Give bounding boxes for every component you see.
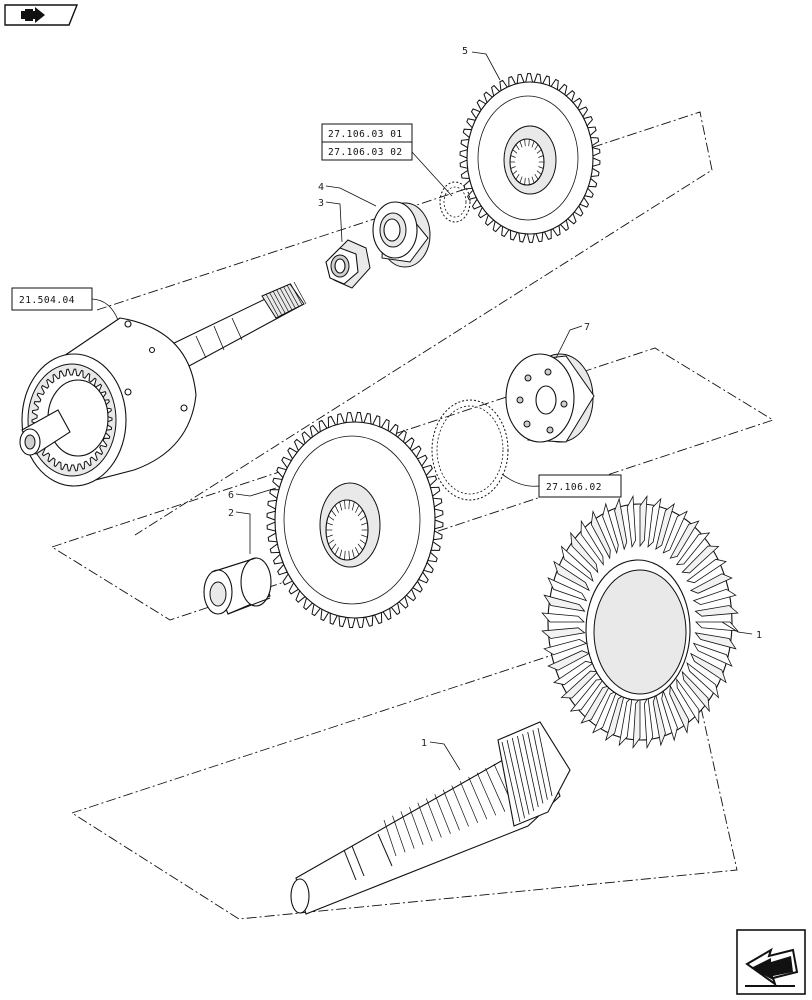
svg-text:4: 4 [318,182,324,193]
reference-text-d: 27.106.02 [546,482,602,493]
return-arrow-icon [736,929,806,995]
svg-text:7: 7 [584,322,590,333]
callout-4: 4 [318,182,377,207]
reference-box-27-106-02[interactable]: 27.106.02 [501,473,622,498]
svg-text:2: 2 [228,508,234,519]
callout-2: 2 [228,508,251,554]
svg-text:3: 3 [318,198,324,209]
gear-6 [266,411,444,629]
reference-box-27-106-03[interactable]: 27.106.03 01 27.106.03 02 [321,123,453,197]
alignment-frame-lower [71,612,738,920]
hub-7 [505,353,595,443]
arrow-right-icon [4,4,79,26]
snap-ring-dashed [439,181,471,223]
callout-1-ring-gear: 1 [721,621,762,641]
callout-3: 3 [318,198,343,243]
planetary-carrier-shaft [19,281,307,487]
alignment-frame-upper [96,111,713,536]
svg-text:1: 1 [756,630,762,641]
reference-text-c: 21.504.04 [19,295,75,306]
bushing-2 [203,557,272,615]
bearing-4 [372,201,431,268]
nav-next-button[interactable] [735,928,807,996]
svg-text:1: 1 [421,738,427,749]
nut-3 [325,239,371,289]
callout-5: 5 [462,46,501,81]
gear-5 [459,73,601,243]
bevel-ring-gear-1 [541,494,739,750]
nav-back-button[interactable] [3,3,79,27]
reference-box-21-504-04[interactable]: 21.504.04 [11,287,119,321]
svg-text:6: 6 [228,490,234,501]
reference-text-a: 27.106.03 01 [328,129,403,140]
callout-6: 6 [228,487,277,501]
callout-7: 7 [555,322,590,359]
pinion-shaft-1 [290,721,571,915]
thrust-washer-dashed [431,399,509,501]
svg-text:5: 5 [462,46,468,57]
callout-1-pinion: 1 [421,738,461,771]
alignment-frame-middle [51,347,775,621]
reference-text-b: 27.106.03 02 [328,147,403,158]
